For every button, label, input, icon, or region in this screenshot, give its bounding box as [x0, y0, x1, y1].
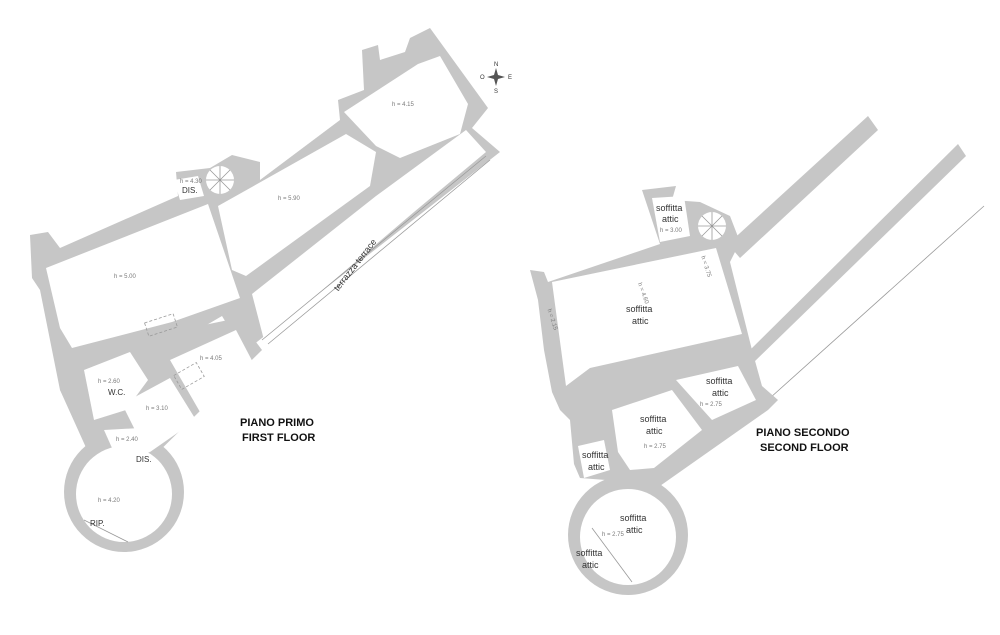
second-floor-room-top-small	[652, 196, 690, 242]
attic-label-left-it: soffitta	[582, 450, 608, 460]
label-h-top-small: h = 3.00	[660, 228, 683, 234]
compass-north: N	[494, 62, 498, 68]
label-h-small: h = 3.10	[146, 406, 169, 412]
second-floor-room-left-small	[578, 440, 610, 478]
first-floor-room-center	[170, 330, 258, 412]
attic-label-tower-small-it: soffitta	[576, 548, 602, 558]
first-floor-room-left	[46, 204, 240, 348]
compass-icon	[487, 68, 505, 86]
label-h-center-2: h = 2.75	[644, 444, 667, 450]
compass-west: O	[480, 75, 485, 81]
label-h-right: h = 2.75	[700, 402, 723, 408]
label-h-dis-top: h = 4.30	[180, 179, 203, 185]
label-h-wc: h = 2.60	[98, 379, 121, 385]
attic-label-tower-it: soffitta	[620, 513, 646, 523]
attic-label-tower-small-en: attic	[582, 560, 599, 570]
attic-label-left-en: attic	[588, 462, 605, 472]
label-h-tower: h = 4.20	[98, 498, 121, 504]
label-h-top-right: h = 4.15	[392, 102, 415, 108]
terrace-rail-1	[261, 155, 487, 341]
first-floor-plan: h = 4.15 h = 5.90 h = 5.00 h = 4.30 DIS.…	[30, 28, 500, 552]
label-dis-top: DIS.	[182, 186, 198, 195]
label-dis-bottom: DIS.	[136, 455, 152, 464]
second-floor-room-main	[552, 248, 742, 386]
first-floor-rip-partition	[83, 519, 129, 543]
first-floor-corridor	[104, 428, 150, 458]
label-rip: RIP.	[90, 519, 105, 528]
first-floor-title-it: PIANO PRIMO	[240, 417, 314, 429]
label-h-left: h = 5.00	[114, 274, 137, 280]
label-h-tower-2: h = 2.75	[602, 532, 625, 538]
second-floor-tower-room	[580, 489, 676, 585]
first-floor-room-top-right	[344, 56, 468, 158]
first-floor-dis-top	[174, 176, 204, 200]
compass-south: S	[494, 89, 498, 95]
first-floor-terrace	[252, 130, 486, 340]
attic-label-right-it: soffitta	[706, 376, 732, 386]
first-floor-dashed-opening-1	[144, 313, 178, 337]
second-floor-title-it: PIANO SECONDO	[756, 427, 850, 439]
label-h-middle: h = 5.90	[278, 196, 301, 202]
attic-label-center-it: soffitta	[640, 414, 666, 424]
second-floor-diagonal-wall-1	[728, 116, 878, 258]
attic-label-main-en: attic	[632, 316, 649, 326]
second-floor-tower-partition	[591, 527, 633, 583]
attic-label-main-it: soffitta	[626, 304, 652, 314]
second-floor-outer-line	[769, 205, 985, 399]
label-wc: W.C.	[108, 388, 125, 397]
first-floor-room-middle	[218, 134, 376, 276]
attic-label-center-en: attic	[646, 426, 663, 436]
second-floor-room-right	[676, 366, 756, 420]
second-floor-stair-treads	[698, 212, 726, 240]
attic-label-top-it: soffitta	[656, 203, 682, 213]
first-floor-stair-treads	[206, 166, 234, 194]
second-floor-title-en: SECOND FLOOR	[760, 442, 849, 454]
label-h-corridor: h = 2.40	[116, 437, 139, 443]
attic-label-top-en: attic	[662, 214, 679, 224]
terrace-rail-2	[267, 159, 491, 345]
attic-label-right-en: attic	[712, 388, 729, 398]
compass-rose: N E O S	[480, 62, 512, 95]
second-floor-plan: soffitta attic h = 3.00 soffitta attic h…	[530, 116, 985, 595]
second-floor-diagonal-wall-2	[748, 144, 966, 364]
first-floor-dashed-opening-2	[173, 362, 205, 390]
first-floor-room-wc	[84, 352, 148, 420]
attic-label-tower-en: attic	[626, 525, 643, 535]
first-floor-title-en: FIRST FLOOR	[242, 432, 315, 444]
second-floor-room-center	[612, 390, 702, 470]
compass-east: E	[508, 75, 512, 81]
first-floor-tower-room	[76, 446, 172, 542]
label-h-center: h = 4.05	[200, 356, 223, 362]
